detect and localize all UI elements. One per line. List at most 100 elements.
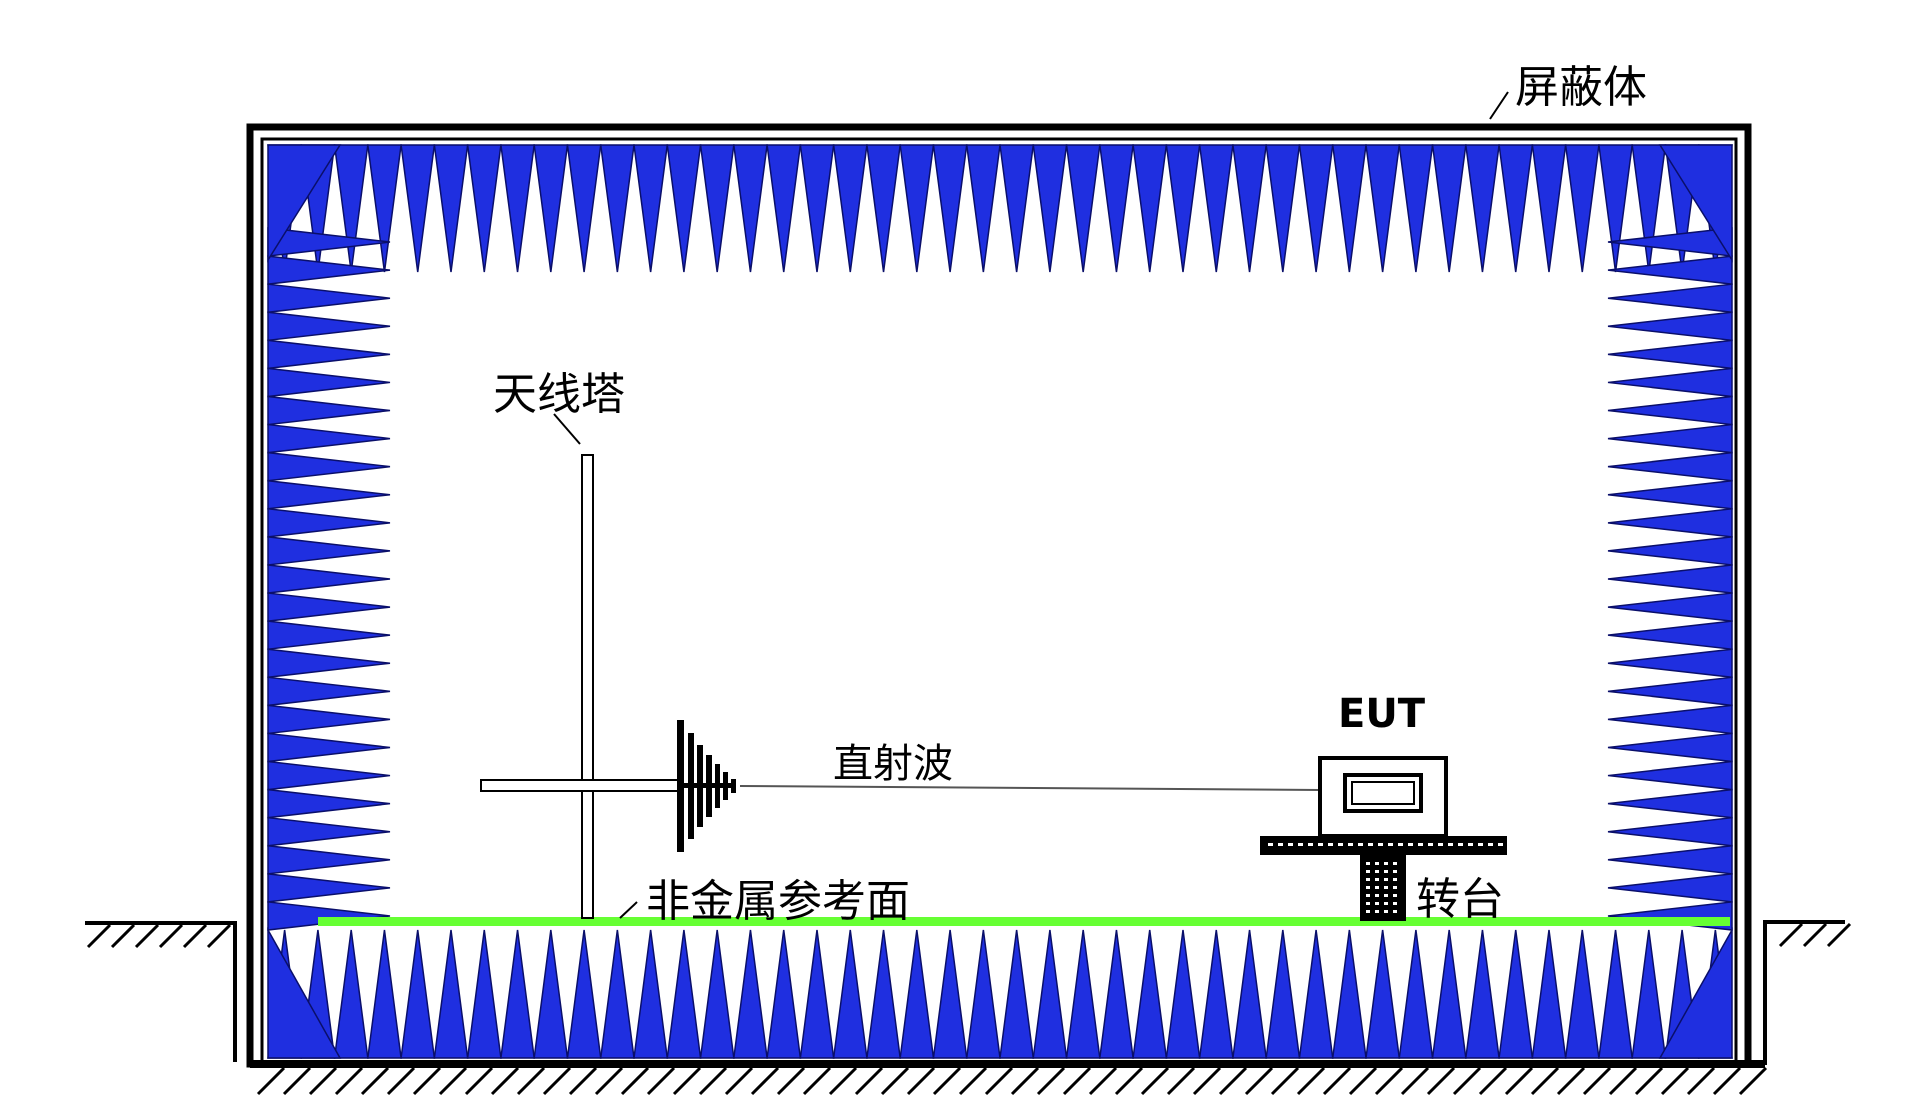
turntable-texture	[1393, 894, 1397, 897]
absorber-cone	[1132, 929, 1168, 1059]
hatch-mark	[490, 1066, 520, 1096]
absorber-cone	[766, 929, 802, 1059]
absorber-cone	[267, 788, 391, 819]
turntable-texture	[1338, 843, 1343, 846]
absorber-cone	[1607, 676, 1733, 707]
hatch-mark	[1634, 1066, 1664, 1096]
absorber-cone	[832, 929, 868, 1059]
hatch-mark	[1778, 922, 1804, 948]
turntable-label: 转台	[1416, 874, 1504, 925]
absorber-cone	[1607, 311, 1733, 342]
hatch-mark	[1452, 1066, 1482, 1096]
hatch-mark	[1062, 1066, 1092, 1096]
absorber-cone	[466, 929, 502, 1059]
turntable-icon	[1260, 836, 1507, 921]
hatch-mark	[880, 1066, 910, 1096]
absorber-cones-right-wall	[1607, 144, 1733, 1059]
turntable-texture	[1288, 843, 1293, 846]
reference-plane	[318, 917, 1730, 926]
absorber-cone	[267, 816, 391, 847]
log-periodic-antenna-icon	[677, 720, 736, 852]
ground-right-hatching	[1778, 922, 1852, 948]
absorber-cone	[965, 929, 1001, 1059]
hatch-mark	[1036, 1066, 1066, 1096]
absorber-cone	[267, 536, 391, 566]
absorber-cone	[433, 144, 469, 273]
absorber-cone	[267, 927, 342, 1059]
ground-right	[1763, 920, 1845, 1065]
hatch-mark	[646, 1066, 676, 1096]
absorber-cone	[1298, 144, 1334, 273]
absorber-cone	[267, 423, 391, 454]
absorber-cone	[1498, 144, 1534, 273]
absorber-cone	[267, 564, 391, 594]
absorber-cone	[1098, 929, 1134, 1059]
absorber-cone	[1165, 929, 1201, 1059]
hatch-mark	[360, 1066, 390, 1096]
absorber-cone	[899, 929, 935, 1059]
absorber-cone	[1607, 423, 1733, 454]
absorber-cone	[1607, 873, 1733, 903]
hatch-mark	[308, 1066, 338, 1096]
turntable-texture	[1348, 843, 1353, 846]
hatch-mark	[1244, 1066, 1274, 1096]
hatch-mark	[1192, 1066, 1222, 1096]
hatch-mark	[282, 1066, 312, 1096]
absorber-cone	[1607, 788, 1733, 819]
absorber-cone	[932, 144, 968, 273]
hatch-mark	[1826, 922, 1852, 948]
absorber-cone	[732, 929, 768, 1059]
hatch-mark	[134, 923, 160, 949]
absorber-cone	[333, 144, 369, 273]
absorber-cone	[633, 144, 669, 273]
absorber-cone	[1631, 144, 1667, 273]
ground-left	[85, 921, 237, 1062]
absorber-cone	[1531, 929, 1567, 1059]
turntable-texture	[1375, 910, 1379, 913]
turntable-texture	[1358, 843, 1363, 846]
turntable-texture	[1393, 878, 1397, 881]
shield-enclosure	[246, 123, 1765, 1068]
absorber-cone	[366, 144, 402, 273]
turntable-texture	[1366, 862, 1370, 865]
absorber-cone	[1431, 144, 1467, 273]
turntable-texture	[1318, 843, 1323, 846]
absorber-cone	[400, 929, 436, 1059]
absorber-cone	[1607, 507, 1733, 538]
hatch-mark	[158, 923, 184, 949]
turntable-texture	[1366, 878, 1370, 881]
hatch-mark	[1712, 1066, 1742, 1096]
turntable-texture	[1308, 843, 1313, 846]
absorber-cone	[433, 929, 469, 1059]
absorber-cone	[666, 929, 702, 1059]
hatch-mark	[698, 1066, 728, 1096]
absorber-cone	[1464, 144, 1500, 273]
absorber-cone	[1331, 144, 1367, 273]
hatch-mark	[620, 1066, 650, 1096]
turntable-texture	[1366, 894, 1370, 897]
absorber-cone	[1265, 929, 1301, 1059]
absorber-cone	[267, 367, 391, 398]
ground-left-hatching	[86, 923, 232, 949]
hatch-mark	[750, 1066, 780, 1096]
turntable-texture	[1368, 843, 1373, 846]
absorber-cone	[267, 704, 391, 735]
absorber-cone	[699, 929, 735, 1059]
hatch-mark	[464, 1066, 494, 1096]
hatch-mark	[412, 1066, 442, 1096]
hatch-mark	[1114, 1066, 1144, 1096]
absorber-cone	[1065, 144, 1101, 273]
turntable-texture	[1375, 886, 1379, 889]
hatch-mark	[828, 1066, 858, 1096]
turntable-texture	[1375, 902, 1379, 905]
turntable-texture	[1366, 902, 1370, 905]
absorber-cone	[1607, 451, 1733, 482]
absorber-cone	[1631, 929, 1667, 1059]
absorber-cone	[1331, 929, 1367, 1059]
hatch-mark	[1478, 1066, 1508, 1096]
absorber-cone	[1032, 929, 1068, 1059]
shield-label: 屏蔽体	[1515, 62, 1647, 113]
absorber-cone	[1607, 704, 1733, 735]
